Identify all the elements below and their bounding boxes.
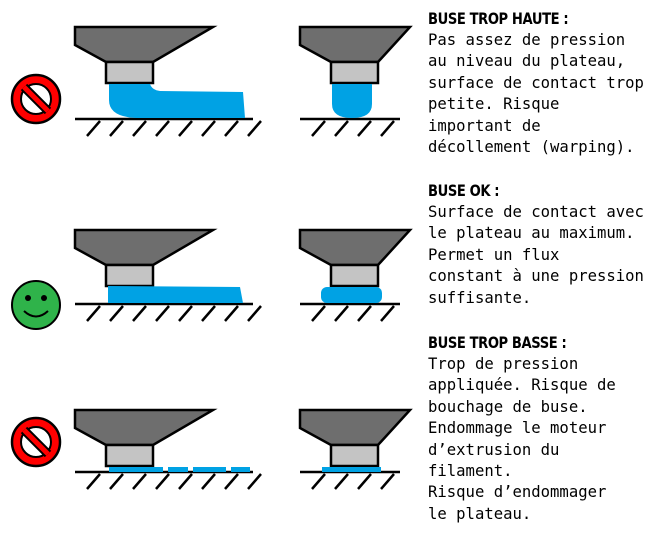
bed-hatch (86, 120, 101, 137)
nozzle-assembly (298, 228, 413, 288)
forbidden-icon (10, 416, 62, 468)
bed-hatch (380, 120, 395, 137)
nozzle-tip (104, 263, 155, 288)
bed-hatch (155, 120, 170, 137)
bed-hatch (357, 305, 372, 322)
bed-hatch (201, 305, 216, 322)
bed-hatch (224, 305, 239, 322)
forbidden-bar (22, 85, 50, 113)
section-title: BUSE TROP HAUTE : (428, 9, 569, 28)
bed-hatch (178, 305, 193, 322)
bed-hatch (132, 120, 147, 137)
bed-hatch (178, 120, 193, 137)
filament-fragment (109, 467, 163, 472)
print-bed (300, 470, 400, 490)
bed-hatch (311, 305, 326, 322)
section-text: Surface de contact avec le plateau au ma… (428, 203, 644, 307)
bed-hatch (357, 120, 372, 137)
smiley-face (11, 280, 61, 330)
bed-hatch (155, 473, 170, 490)
section-text: Trop de pression appliquée. Risque de bo… (428, 355, 616, 523)
nozzle-tip (329, 60, 380, 85)
section-title: BUSE OK : (428, 181, 500, 200)
filament-fragment (231, 467, 250, 472)
smiley-eye (41, 295, 47, 301)
bed-hatch (224, 120, 239, 137)
hopper (73, 228, 218, 267)
smiley-eye (25, 295, 31, 301)
nozzle-tip (104, 443, 155, 468)
filament-layer (108, 286, 243, 303)
hopper (298, 408, 413, 447)
print-bed (300, 302, 400, 322)
bed-hatch (132, 473, 147, 490)
bed-hatch (132, 305, 147, 322)
filament-fragment (193, 467, 226, 472)
bed-hatch (155, 305, 170, 322)
section-title: BUSE TROP BASSE : (428, 333, 567, 352)
filament-drop (332, 84, 372, 118)
nozzle-assembly (298, 408, 413, 468)
hopper (73, 25, 218, 64)
print-bed (75, 117, 262, 137)
bed-hatch (247, 120, 262, 137)
bed-hatch (357, 473, 372, 490)
bed-hatch (86, 305, 101, 322)
bed-hatch (311, 473, 326, 490)
section-text: Pas assez de pression au niveau du plate… (428, 31, 644, 157)
nozzle-tip (104, 60, 155, 85)
hopper (298, 228, 413, 267)
bed-hatch (109, 473, 124, 490)
bed-hatch (247, 473, 262, 490)
bed-hatch (224, 473, 239, 490)
bed-hatch (380, 305, 395, 322)
forbidden-icon (10, 73, 62, 125)
bed-hatch (380, 473, 395, 490)
nozzle-assembly (73, 228, 218, 288)
nozzle-tip (329, 263, 380, 288)
filament-blob (109, 84, 245, 118)
bed-hatch (109, 305, 124, 322)
bed-hatch (201, 473, 216, 490)
bed-hatch (334, 120, 349, 137)
print-bed (300, 117, 400, 137)
nozzle-tip (329, 443, 380, 468)
bed-hatch (178, 473, 193, 490)
forbidden-bar (22, 428, 50, 456)
hopper (298, 25, 413, 64)
bed-hatch (109, 120, 124, 137)
bed-hatch (311, 120, 326, 137)
bed-hatch (247, 305, 262, 322)
bed-hatch (334, 305, 349, 322)
filament-layer (321, 287, 382, 303)
nozzle-assembly (73, 25, 218, 85)
smiley-icon (11, 280, 61, 330)
hopper (73, 408, 218, 447)
nozzle-assembly (298, 25, 413, 85)
section-too-low: BUSE TROP BASSE : Trop de pression appli… (428, 332, 650, 525)
bed-hatch (334, 473, 349, 490)
smiley-mouth (23, 310, 49, 318)
bed-hatch (201, 120, 216, 137)
print-bed (75, 470, 262, 490)
filament-fragment (168, 467, 188, 472)
section-too-high: BUSE TROP HAUTE : Pas assez de pression … (428, 8, 650, 158)
section-ok: BUSE OK : Surface de contact avec le pla… (428, 180, 650, 309)
nozzle-assembly (73, 408, 218, 468)
bed-hatch (86, 473, 101, 490)
filament-thin (322, 467, 381, 472)
print-bed (75, 302, 262, 322)
